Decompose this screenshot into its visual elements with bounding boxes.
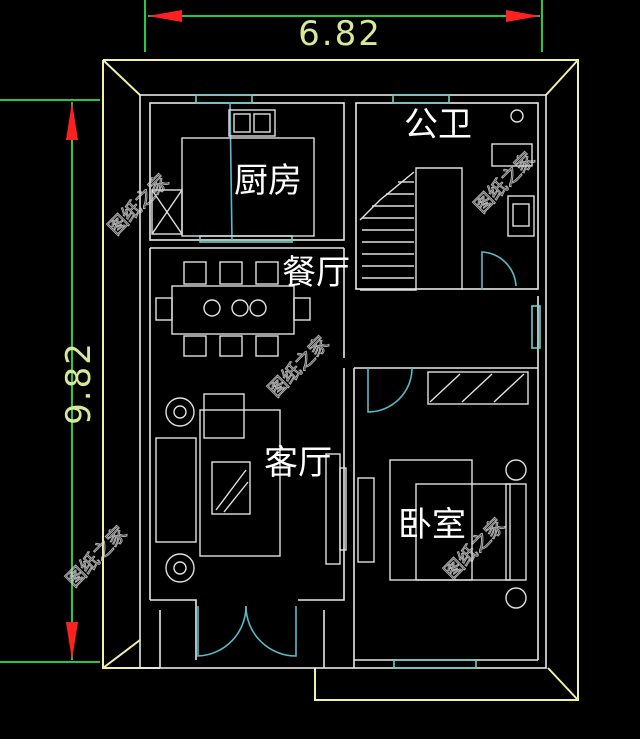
bed [415, 483, 511, 581]
dining-chair [255, 261, 279, 285]
outer-wall [102, 59, 579, 701]
outer-wall-corner-bl [102, 639, 141, 669]
kitchen-counter [181, 137, 315, 237]
room-label-kitchen: 厨房 [234, 161, 302, 201]
kitchen-pass-window [199, 235, 293, 243]
staircase [359, 167, 463, 291]
nightstand-lamp [505, 459, 527, 481]
bedroom-furniture [357, 371, 529, 609]
sink-bowl-right [253, 113, 271, 133]
stair-arrow-line [359, 171, 415, 221]
coffee-table-hatch [223, 481, 249, 513]
dim-height-label: 9.82 [59, 341, 99, 425]
bed-headboard [505, 483, 527, 581]
armchair [203, 393, 245, 439]
room-label-dining: 餐厅 [282, 253, 350, 293]
entry-right [298, 368, 345, 601]
entry-left [150, 599, 197, 660]
entry-door-right [245, 605, 297, 657]
toilet [491, 143, 533, 167]
dining-chair [219, 261, 243, 285]
dim-width-arrow-left [148, 10, 182, 22]
dining-chair [219, 335, 243, 357]
sofa [155, 437, 197, 543]
rug [199, 409, 281, 557]
inner-boundary [139, 94, 547, 669]
sink-bowl-left [233, 113, 251, 133]
outer-wall-corner-tr [545, 59, 579, 96]
dining-table [171, 285, 295, 335]
fridge [151, 189, 183, 235]
watermark-text: 图纸之家 [264, 332, 333, 401]
nightstand-lamp [505, 587, 527, 609]
entry-door-left [197, 605, 247, 657]
living-furniture [155, 393, 347, 583]
outer-wall-left [102, 60, 160, 669]
outer-wall-bottom [314, 668, 556, 701]
dim-height-arrow-top [66, 102, 78, 140]
kitchen-fixtures [151, 109, 315, 237]
dim-width-label: 6.82 [298, 14, 382, 54]
room-label-bedroom: 卧室 [398, 505, 466, 545]
bath-door [481, 251, 517, 290]
kitchen-sink [228, 109, 276, 137]
wardrobe-hatch [493, 373, 525, 403]
fridge-x2 [151, 189, 183, 235]
wardrobe-hatch [461, 373, 493, 403]
bedroom-tv-cabinet [357, 477, 375, 563]
kitchen-door-jamb [229, 101, 233, 241]
kitchen-window [195, 94, 253, 104]
outer-wall-corner-tl [102, 59, 141, 96]
dining-chair [183, 335, 207, 357]
plate [249, 299, 267, 317]
stair-outline [360, 167, 463, 291]
room-label-living: 客厅 [264, 443, 332, 483]
washbasin [507, 195, 535, 237]
dining-chair [293, 297, 311, 321]
bath-window [392, 94, 450, 104]
dining-chair [183, 261, 207, 285]
wardrobe [427, 371, 529, 405]
interior-walls [139, 94, 547, 669]
dining-set [155, 261, 311, 357]
tv [339, 467, 347, 551]
bedroom-door [367, 367, 413, 413]
dim-width-arrow-right [506, 10, 540, 22]
washbasin-bowl [512, 203, 530, 227]
dining-chair [255, 335, 279, 357]
bedroom-window [393, 659, 477, 669]
dim-height-arrow-bottom [66, 622, 78, 660]
dimension-width: 6.82 [144, 0, 543, 54]
floor-drain [510, 109, 524, 123]
room-label-bathroom: 公卫 [404, 105, 472, 145]
outer-wall-right [103, 59, 579, 701]
coffee-table-hatch [215, 469, 247, 511]
lamp [173, 561, 187, 575]
plate [231, 299, 249, 317]
doors [197, 101, 517, 657]
coffee-table [211, 461, 251, 515]
lamp [173, 405, 187, 419]
side-table [165, 397, 195, 427]
plate [203, 299, 221, 317]
dimension-height: 9.82 [0, 99, 100, 663]
side-table [165, 553, 195, 583]
wardrobe-hatch [429, 373, 461, 403]
outer-wall-corner-br [547, 667, 579, 701]
dining-chair [155, 297, 173, 321]
side-window [531, 305, 541, 349]
bathroom-fixtures [491, 109, 535, 237]
